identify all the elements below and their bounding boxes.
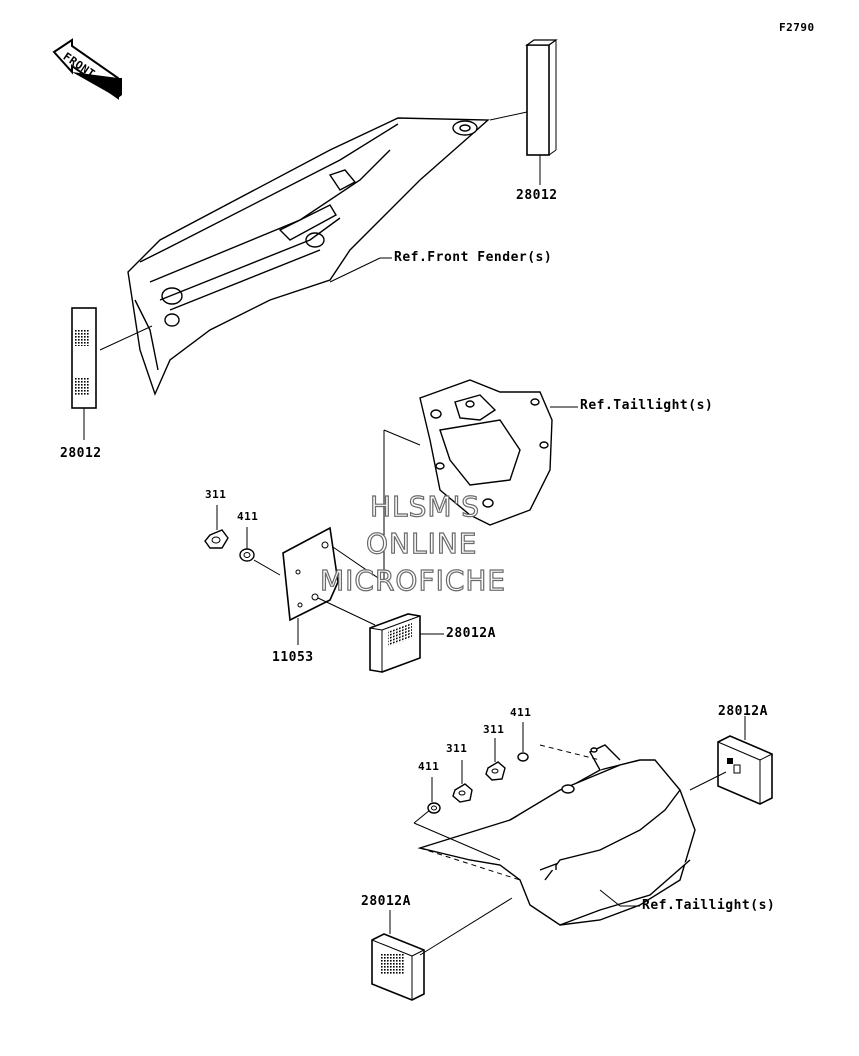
taillight-bracket-upper bbox=[419, 379, 553, 526]
washer-411-lower-left bbox=[427, 802, 441, 814]
bracket-plate-11053 bbox=[282, 526, 339, 622]
nut-311-lower-left bbox=[452, 783, 473, 803]
callout-28012-left: 28012 bbox=[60, 446, 102, 461]
nut-311-lower-right bbox=[485, 761, 506, 781]
reflector-28012a-upper bbox=[369, 613, 421, 673]
washer-411-lower-right bbox=[517, 752, 529, 762]
watermark-line-1: HLSM'S bbox=[369, 489, 481, 523]
callout-411-upper: 411 bbox=[237, 510, 259, 523]
callout-411-lower-right: 411 bbox=[510, 706, 532, 719]
callout-28012-top: 28012 bbox=[516, 188, 558, 203]
callout-ref-taillight-upper: Ref.Taillight(s) bbox=[580, 398, 714, 413]
callout-311-upper: 311 bbox=[205, 488, 227, 501]
callout-ref-taillight-lower: Ref.Taillight(s) bbox=[642, 898, 776, 913]
callout-28012a-upper: 28012A bbox=[446, 626, 496, 641]
taillight-housing-lower bbox=[417, 744, 696, 926]
callout-311-lower-right: 311 bbox=[483, 723, 505, 736]
watermark-line-3: MICROFICHE bbox=[319, 563, 507, 597]
reflector-28012a-rear-right bbox=[717, 735, 773, 805]
leader-line bbox=[99, 325, 153, 351]
front-arrow-icon bbox=[52, 38, 122, 100]
callout-11053: 11053 bbox=[272, 650, 314, 665]
side-reflector-top bbox=[525, 39, 558, 156]
side-reflector-left bbox=[71, 307, 97, 409]
front-fender bbox=[127, 117, 490, 396]
callout-411-lower-left: 411 bbox=[418, 760, 440, 773]
callout-28012a-rear-right: 28012A bbox=[718, 704, 768, 719]
nut-311-upper bbox=[204, 529, 229, 549]
watermark-line-2: ONLINE bbox=[365, 526, 478, 560]
leader-line bbox=[489, 111, 528, 121]
callout-311-lower-left: 311 bbox=[446, 742, 468, 755]
reflector-28012a-rear-left bbox=[371, 933, 425, 1001]
leader-line bbox=[329, 257, 381, 283]
washer-411-upper bbox=[239, 548, 255, 562]
figure-code: F2790 bbox=[779, 21, 815, 34]
callout-ref-front-fender: Ref.Front Fender(s) bbox=[394, 250, 553, 265]
callout-28012a-rear-left: 28012A bbox=[361, 894, 411, 909]
